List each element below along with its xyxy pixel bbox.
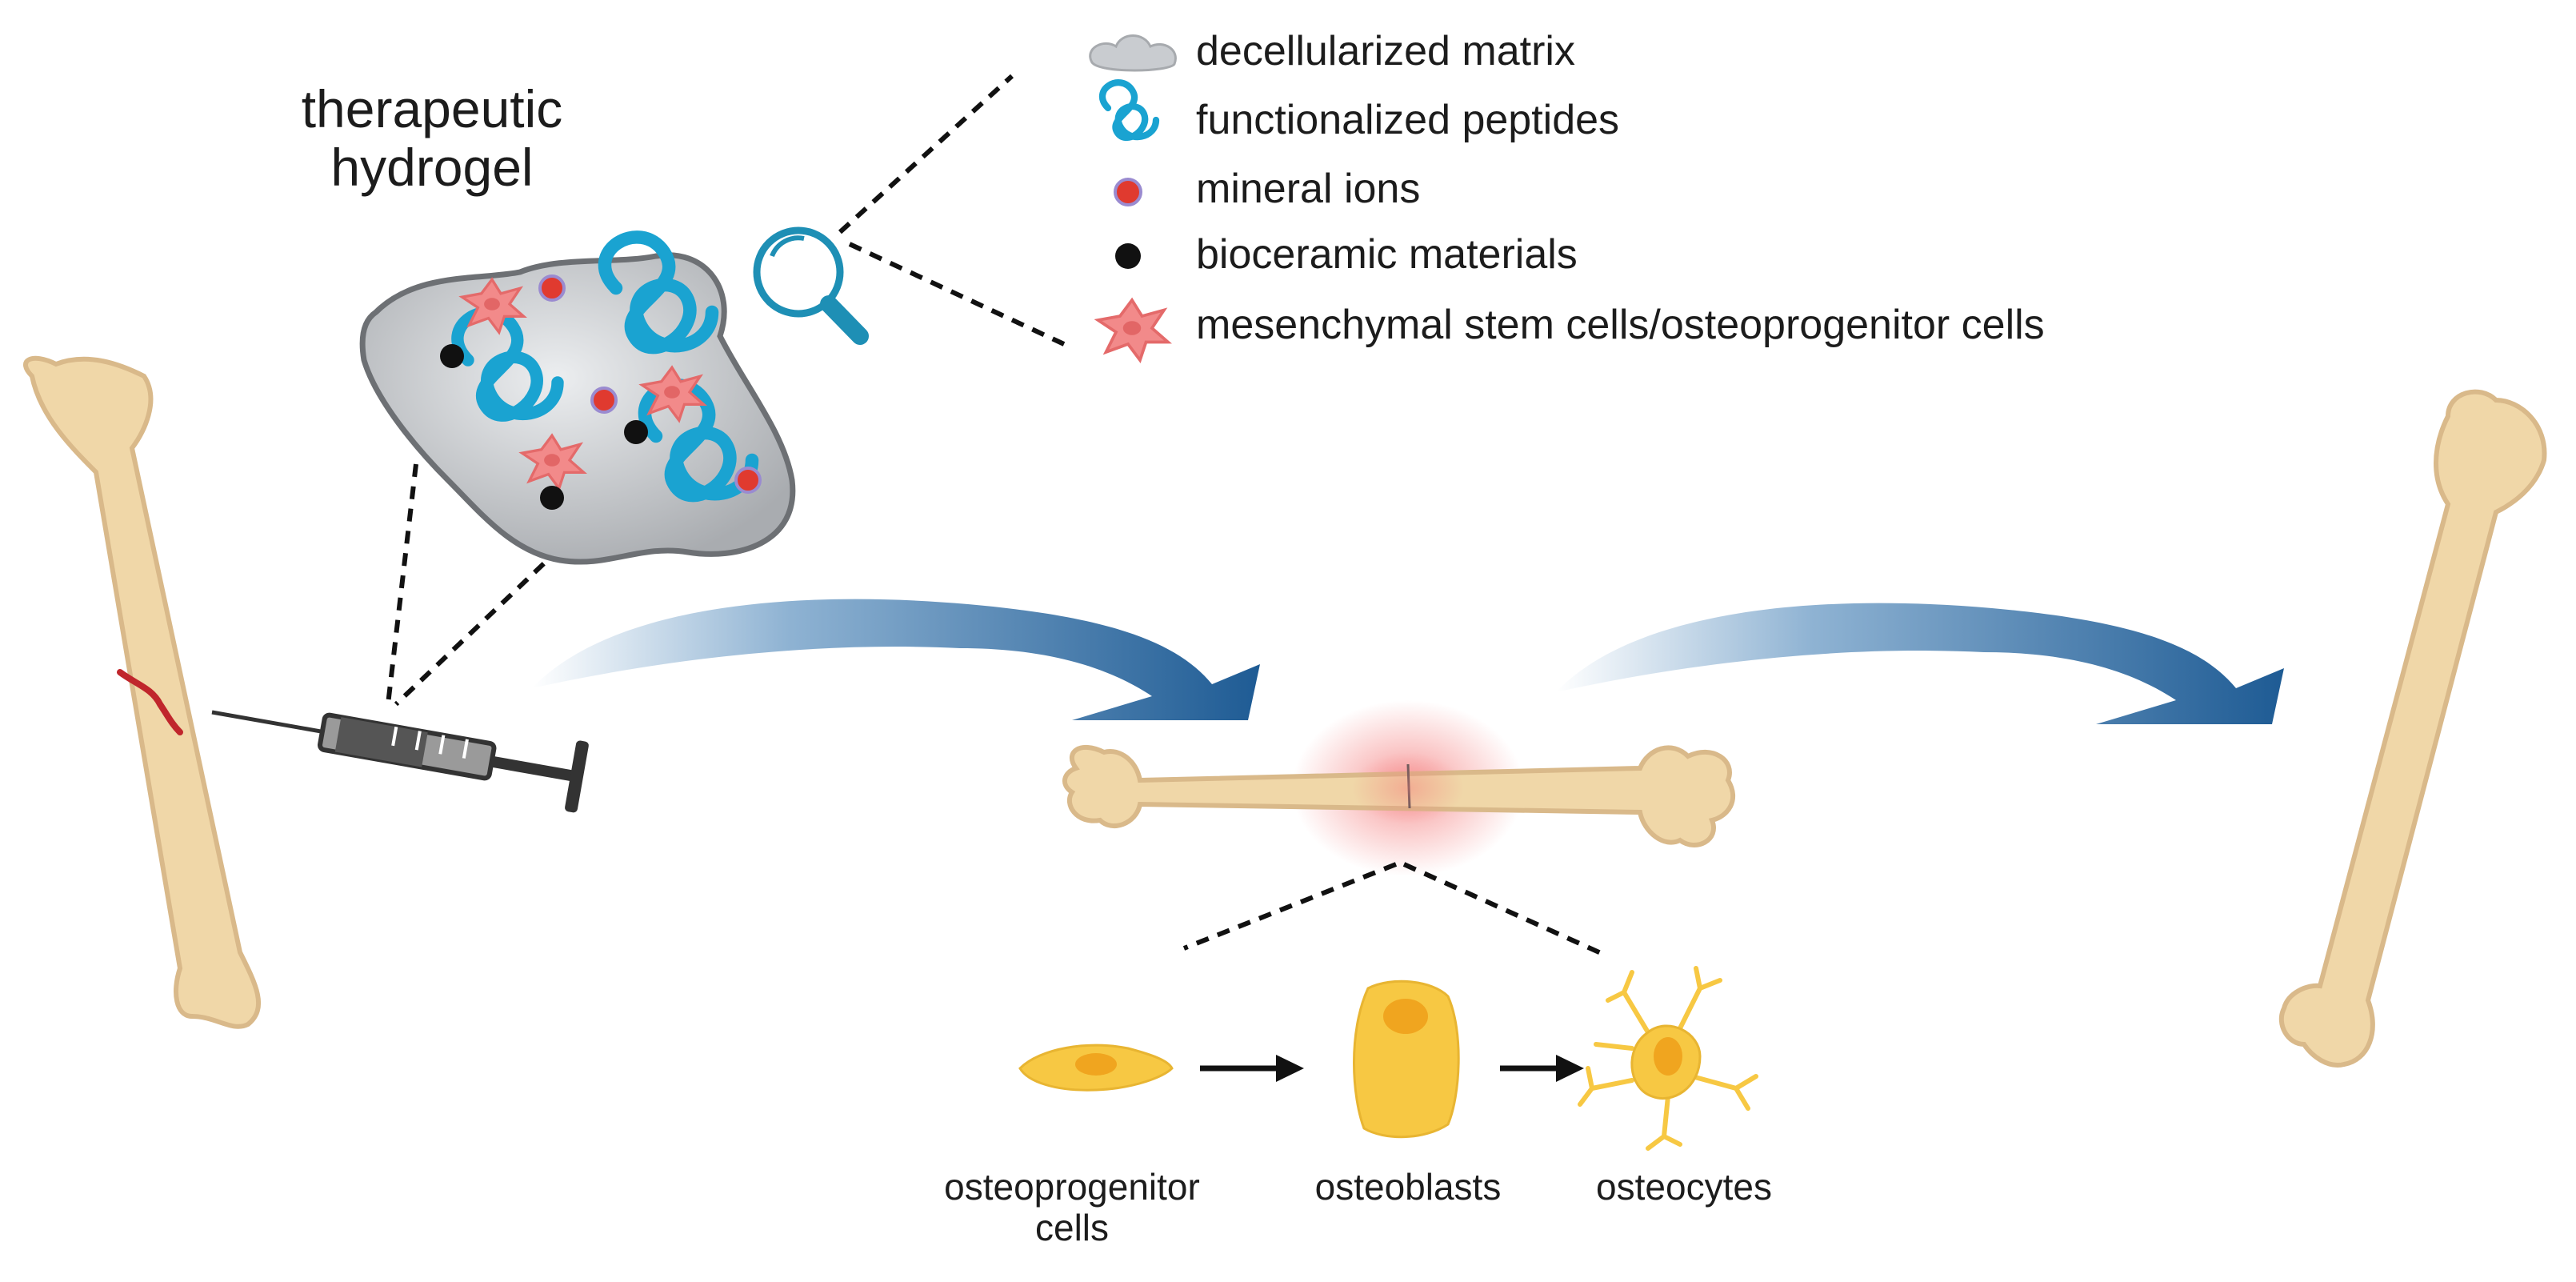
fracture-line: [117, 669, 183, 735]
arrow-2: [1500, 1055, 1584, 1082]
arrow-1: [1200, 1055, 1304, 1082]
legend: [1089, 34, 1177, 362]
hydrogel-title-line-1: therapeutic: [301, 79, 563, 138]
process-arrow-1: [532, 599, 1260, 720]
hydrogel-title: therapeutic hydrogel: [284, 80, 580, 196]
legend-label-decellularized-matrix: decellularized matrix: [1196, 28, 1575, 74]
legend-label-mineral-ions: mineral ions: [1196, 166, 1421, 212]
cell-label-osteoprogenitor-line-2: cells: [1034, 1206, 1110, 1248]
syringe-icon: [211, 710, 589, 813]
osteocyte-icon: [1578, 966, 1758, 1151]
msc-icon: [1096, 298, 1170, 362]
osteoblast-icon: [1353, 980, 1460, 1139]
healing-bone: [1062, 700, 1735, 876]
mineral-ions-icon: [1114, 178, 1142, 206]
cell-label-osteoblasts: osteoblasts: [1314, 1166, 1502, 1208]
osteoprogenitor-cell-icon: [1018, 1044, 1174, 1092]
hydrogel-blob: [359, 237, 796, 565]
process-arrow-2: [1556, 603, 2284, 724]
legend-label-bioceramic-materials: bioceramic materials: [1196, 231, 1578, 278]
healed-bone: [2278, 389, 2547, 1068]
fractured-bone: [23, 355, 262, 1029]
cell-label-osteoprogenitor-line-1: osteoprogenitor: [944, 1166, 1200, 1208]
magnifier-icon: [753, 226, 869, 345]
functionalized-peptides-icon: [1102, 82, 1156, 138]
cell-label-osteoprogenitor: osteoprogenitor cells: [912, 1167, 1232, 1248]
hydrogel-title-line-2: hydrogel: [330, 137, 534, 197]
bioceramic-materials-icon: [1115, 243, 1141, 269]
cell-label-osteocytes: osteocytes: [1596, 1166, 1772, 1208]
legend-label-functionalized-peptides: functionalized peptides: [1196, 97, 1620, 143]
legend-label-msc: mesenchymal stem cells/osteoprogenitor c…: [1196, 302, 2045, 348]
decellularized-matrix-icon: [1089, 34, 1177, 72]
